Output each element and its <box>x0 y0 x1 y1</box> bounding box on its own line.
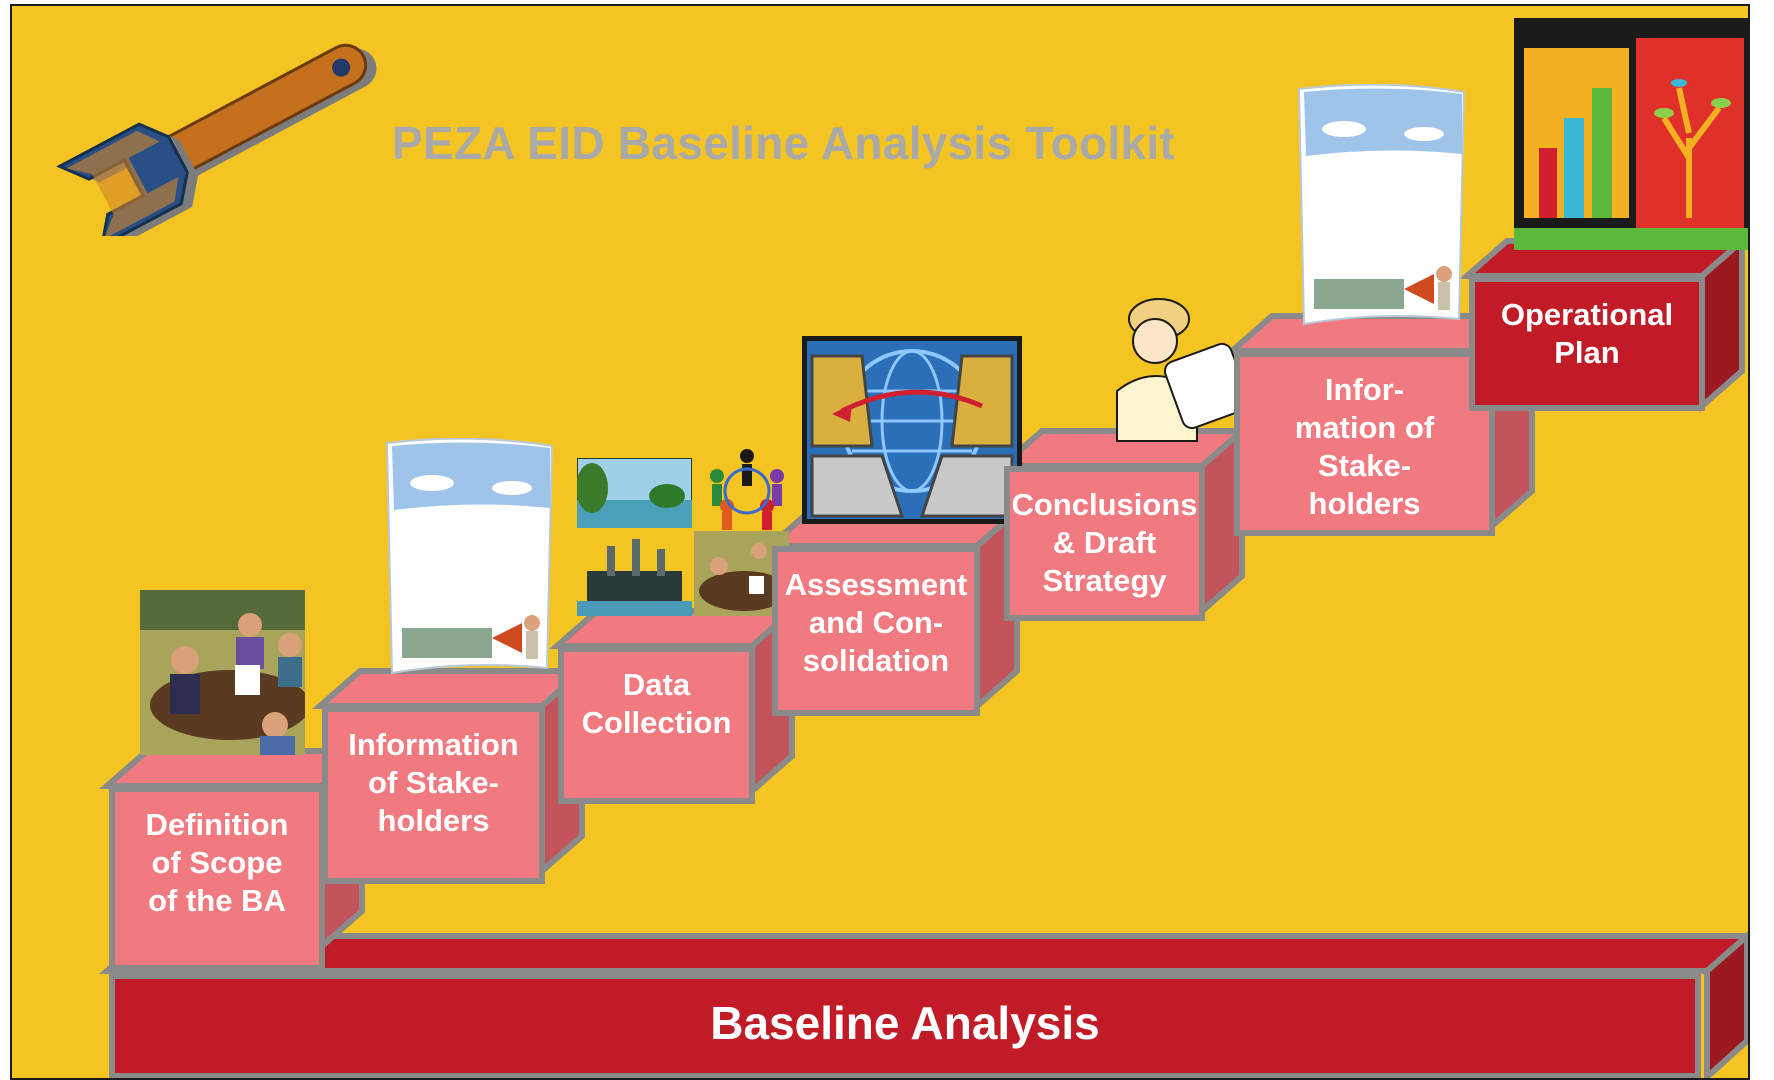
step-1-definition-of-scope: Definition of Scope of the BA <box>109 786 325 971</box>
step-6-line-1: Infor- <box>1324 372 1405 407</box>
step-3-line-2: Collection <box>581 705 732 740</box>
engineer-blueprint-icon <box>1116 298 1251 442</box>
step-4-line-3: solidation <box>802 643 950 678</box>
step-2-line-2: of Stake- <box>368 765 499 800</box>
step-1-line-2: of Scope <box>151 845 283 880</box>
factory-photo-icon <box>577 531 692 616</box>
step-3-line-1: Data <box>622 667 691 702</box>
step-7-line-1: Operational <box>1500 297 1674 332</box>
step-1-line-1: Definition <box>145 807 289 842</box>
wrench-icon <box>56 43 377 236</box>
step-7-line-2: Plan <box>1554 335 1620 370</box>
step-5-line-1: Conclusions <box>1011 487 1198 522</box>
step-5-label: Conclusions & Draft Strategy <box>1011 486 1197 600</box>
page-title: PEZA EID Baseline Analysis Toolkit <box>392 117 1176 169</box>
step-4-line-2: and Con- <box>808 605 944 640</box>
step-7-operational-plan: Operational Plan <box>1469 276 1705 411</box>
landscape-photo-icon <box>577 458 692 528</box>
slide: PEZA EID Baseline Analysis Toolkit <box>10 4 1750 1080</box>
people-circle-icon <box>710 449 784 530</box>
step-2-line-1: Information <box>348 727 519 762</box>
step-4-assessment-and-consolidation: Assessment and Con- solidation <box>772 546 980 716</box>
computers-globe-icon <box>802 336 1022 524</box>
step-1-line-3: of the BA <box>148 883 286 918</box>
step-6-label: Infor- mation of Stake- holders <box>1295 371 1435 523</box>
baseline-analysis-label: Baseline Analysis <box>710 997 1100 1049</box>
step-4-line-1: Assessment <box>784 567 968 602</box>
meeting-clipart-icon <box>140 590 305 755</box>
step-6-line-3: Stake- <box>1317 448 1412 483</box>
step-7-label: Operational Plan <box>1501 296 1673 372</box>
step-2-information-of-stakeholders: Information of Stake- holders <box>322 706 545 884</box>
step-2-line-3: holders <box>377 803 490 838</box>
step-3-data-collection: Data Collection <box>558 646 755 804</box>
step-1-label: Definition of Scope of the BA <box>146 806 289 920</box>
baseline-analysis-bar: Baseline Analysis <box>109 973 1701 1078</box>
step-6-line-4: holders <box>1308 486 1421 521</box>
step-6-information-of-stakeholders: Infor- mation of Stake- holders <box>1234 351 1495 536</box>
step-5-line-2: & Draft <box>1052 525 1157 560</box>
step-3-label: Data Collection <box>582 666 732 742</box>
step-2-label: Information of Stake- holders <box>348 726 519 840</box>
poster-scroll-icon-2 <box>1297 84 1466 326</box>
step-5-line-3: Strategy <box>1042 563 1167 598</box>
step-5-conclusions-draft-strategy: Conclusions & Draft Strategy <box>1004 466 1205 621</box>
step-4-label: Assessment and Con- solidation <box>785 566 968 680</box>
poster-scroll-icon <box>385 438 554 675</box>
step-6-line-2: mation of <box>1294 410 1435 445</box>
chart-tree-icon <box>1514 18 1748 250</box>
